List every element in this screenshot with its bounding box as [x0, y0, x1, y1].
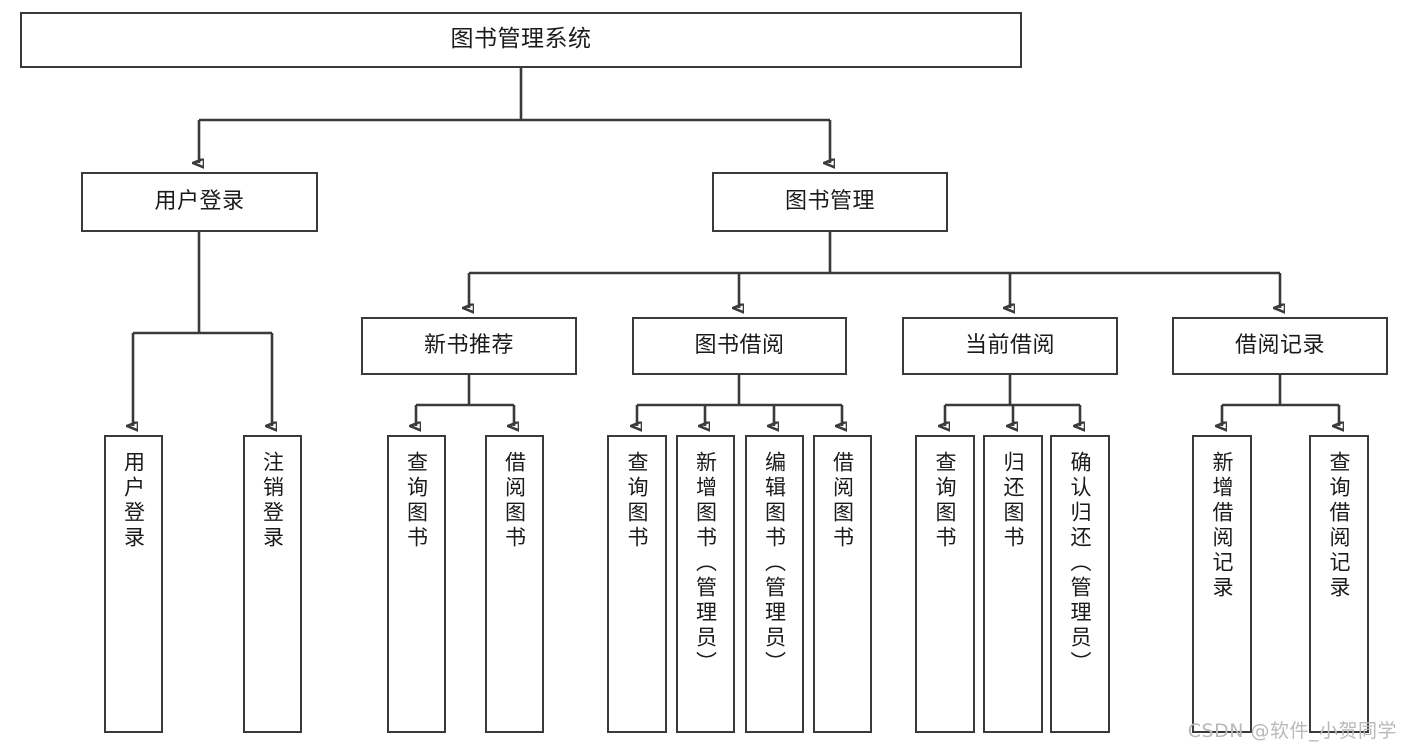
- node-label: 编辑图书（管理员）: [762, 451, 787, 676]
- node-label: 图书管理: [784, 189, 875, 215]
- leaf-record-query-borrow-record[interactable]: 查询借阅记录: [1309, 435, 1369, 733]
- leaf-current-confirm-return-admin[interactable]: 确认归还（管理员）: [1050, 435, 1110, 733]
- leaf-recommend-borrow-book[interactable]: 借阅图书: [485, 435, 544, 733]
- node-borrow-record[interactable]: 借阅记录: [1172, 317, 1388, 375]
- leaf-current-query-book[interactable]: 查询图书: [915, 435, 975, 733]
- node-label: 查询图书: [625, 451, 650, 551]
- node-label: 图书借阅: [694, 333, 785, 359]
- node-label: 查询图书: [933, 451, 958, 551]
- node-label: 注销登录: [260, 451, 285, 551]
- node-root-book-management-system[interactable]: 图书管理系统: [20, 12, 1022, 68]
- node-label: 借阅记录: [1234, 333, 1325, 359]
- leaf-borrow-add-book-admin[interactable]: 新增图书（管理员）: [676, 435, 735, 733]
- node-label: 用户登录: [154, 189, 245, 215]
- node-label: 借阅图书: [502, 451, 527, 551]
- node-label: 新增借阅记录: [1210, 451, 1235, 601]
- leaf-user-logout[interactable]: 注销登录: [243, 435, 302, 733]
- leaf-record-add-borrow-record[interactable]: 新增借阅记录: [1192, 435, 1252, 733]
- node-label: 新书推荐: [423, 333, 514, 359]
- leaf-borrow-query-book[interactable]: 查询图书: [607, 435, 667, 733]
- leaf-current-return-book[interactable]: 归还图书: [983, 435, 1043, 733]
- node-label: 借阅图书: [830, 451, 855, 551]
- node-book-management[interactable]: 图书管理: [712, 172, 948, 232]
- node-label: 归还图书: [1001, 451, 1026, 551]
- leaf-borrow-edit-book-admin[interactable]: 编辑图书（管理员）: [745, 435, 804, 733]
- node-label: 确认归还（管理员）: [1068, 451, 1093, 676]
- node-new-book-recommend[interactable]: 新书推荐: [361, 317, 577, 375]
- node-label: 查询借阅记录: [1327, 451, 1352, 601]
- leaf-user-login[interactable]: 用户登录: [104, 435, 163, 733]
- leaf-recommend-query-book[interactable]: 查询图书: [387, 435, 446, 733]
- node-label: 新增图书（管理员）: [693, 451, 718, 676]
- node-label: 用户登录: [121, 451, 146, 551]
- node-label: 当前借阅: [964, 333, 1055, 359]
- node-label: 图书管理系统: [450, 26, 592, 53]
- csdn-watermark: CSDN @软件_小贺同学: [1187, 720, 1397, 742]
- node-label: 查询图书: [404, 451, 429, 551]
- node-current-borrow[interactable]: 当前借阅: [902, 317, 1118, 375]
- node-user-login[interactable]: 用户登录: [81, 172, 318, 232]
- leaf-borrow-borrow-book[interactable]: 借阅图书: [813, 435, 872, 733]
- node-book-borrow[interactable]: 图书借阅: [632, 317, 847, 375]
